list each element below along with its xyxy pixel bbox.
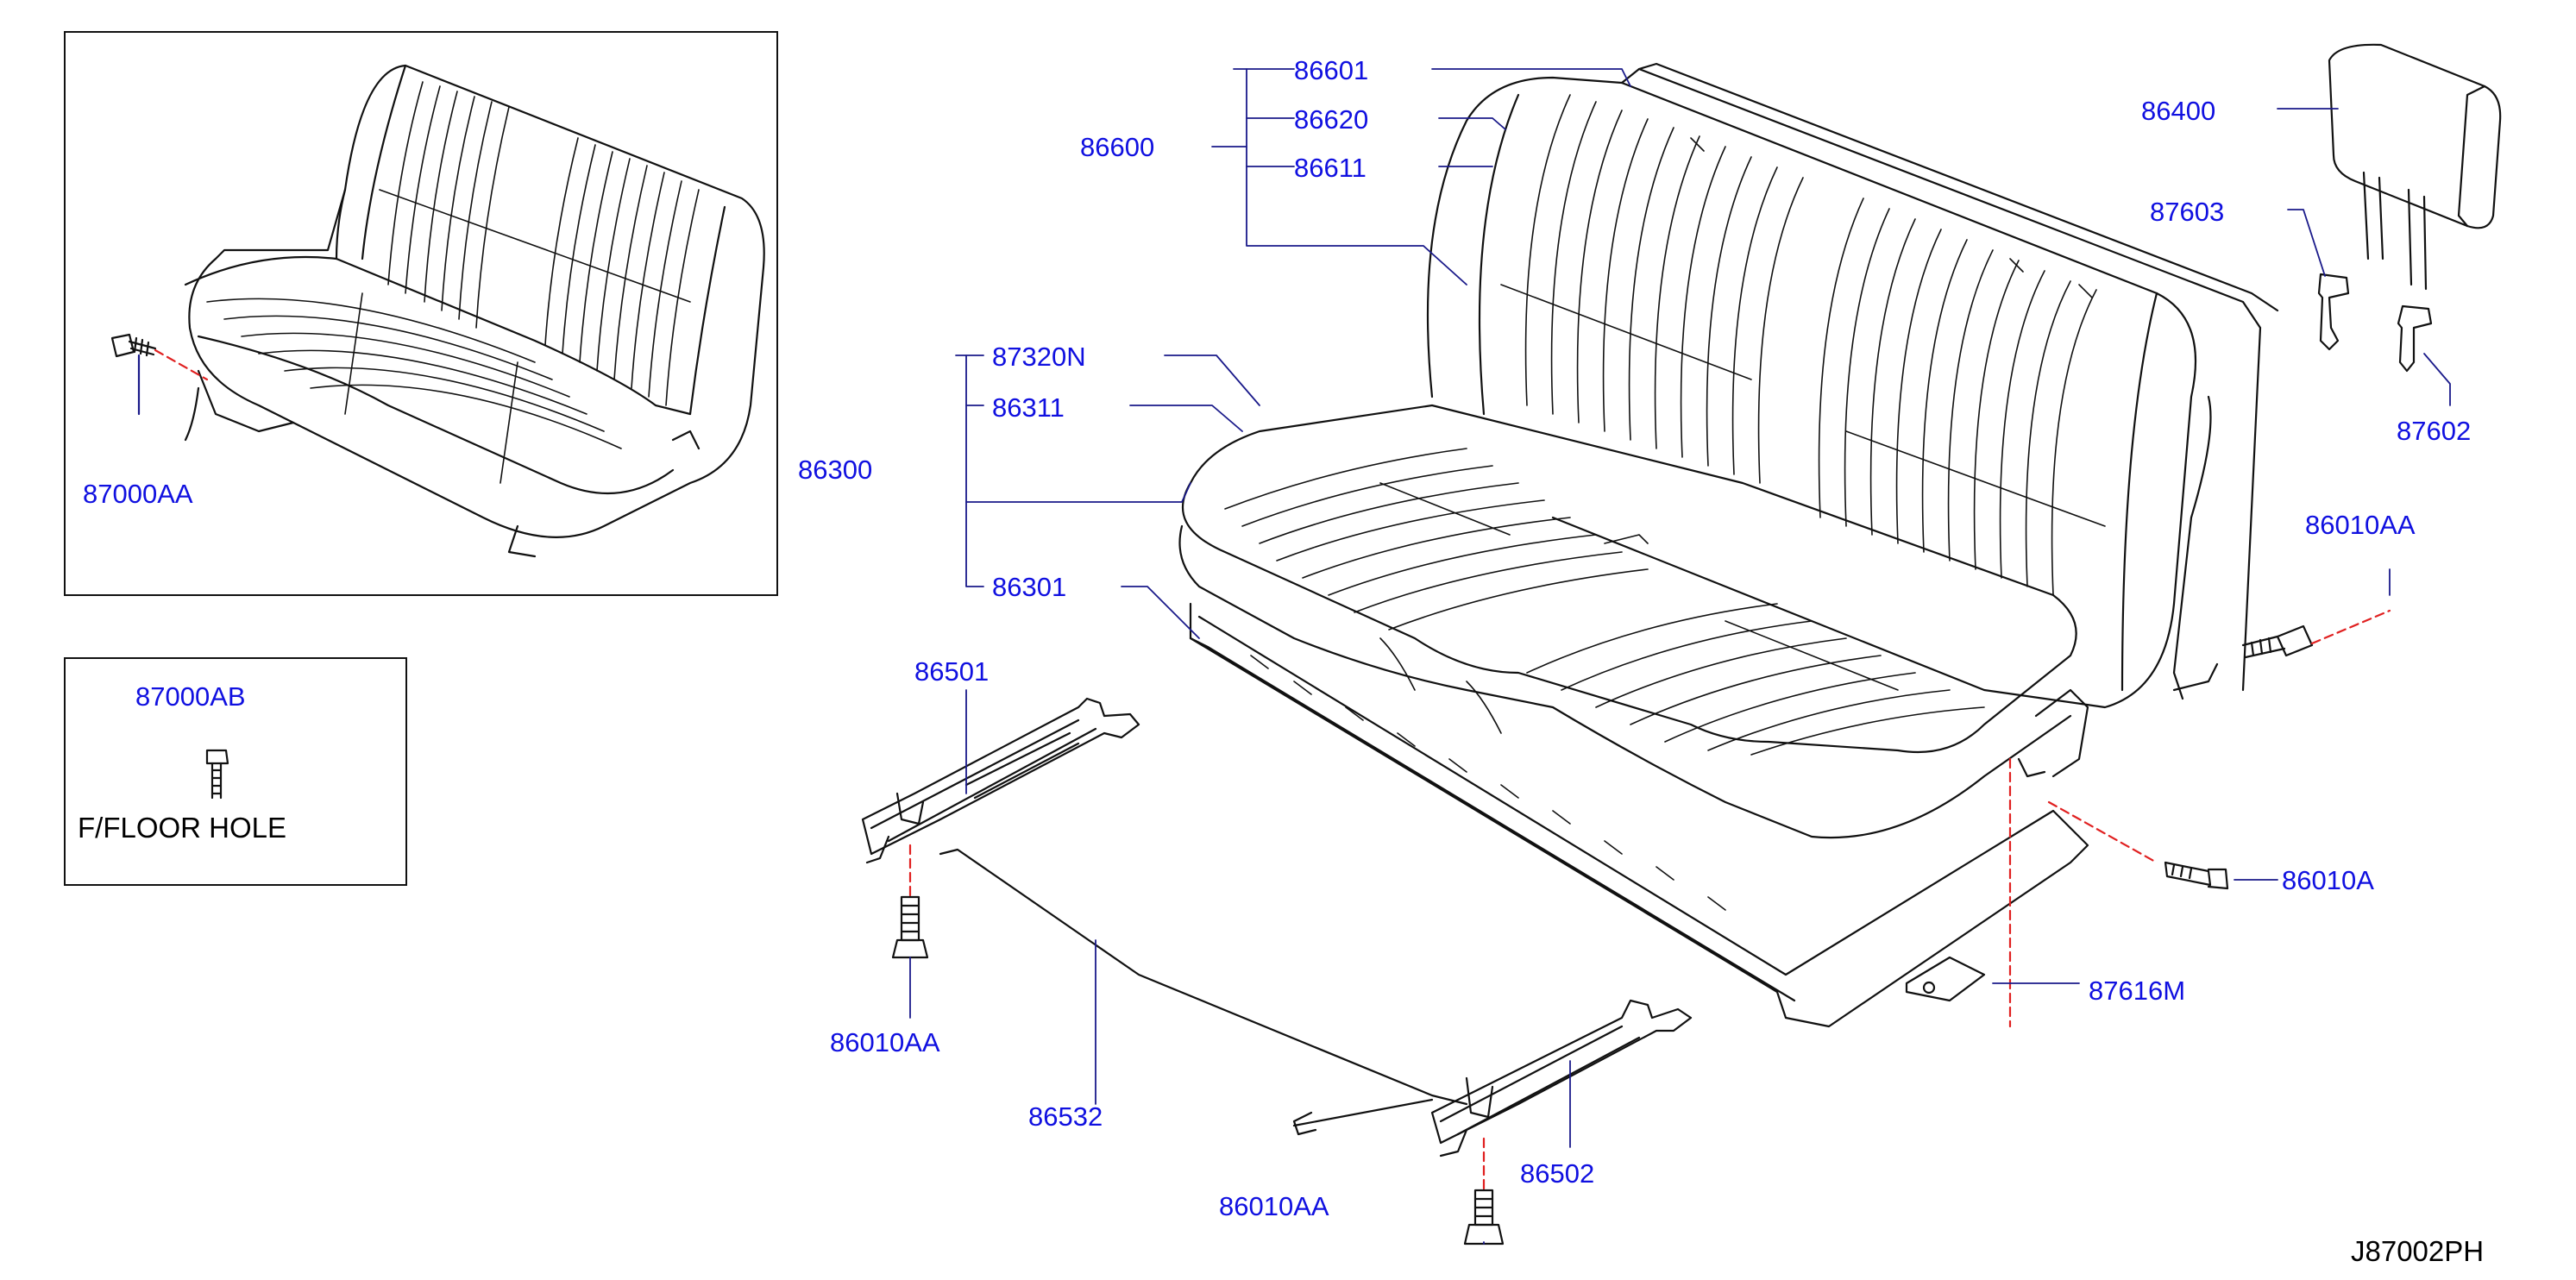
label-87000AA: 87000AA [83,479,193,509]
seat-rail-86501 [861,697,1140,899]
inset-floor-hole-frame [64,657,407,886]
leader-lines [909,68,2451,1245]
headrest-86400 [2328,43,2502,291]
main-seat-base-frame [1189,602,2089,1028]
label-87603: 87603 [2150,197,2225,227]
main-seat-back [1426,62,2279,709]
bolt-86010AA-left [891,895,929,959]
label-86301: 86301 [992,572,1067,602]
release-rod-86532 [939,848,1468,1136]
label-86400: 86400 [2141,96,2216,126]
inset-bench-seat-illustration [184,64,765,558]
seat-rail-86502 [1430,999,1693,1192]
bolt-86010AA-bottom [1463,1189,1505,1245]
label-86501: 86501 [914,656,990,687]
headrest-guide-87602 [2397,304,2433,373]
label-87616M: 87616M [2089,976,2186,1006]
label-86010AA-right: 86010AA [2305,510,2416,540]
label-86010AA-left: 86010AA [830,1027,940,1057]
label-86311: 86311 [992,392,1065,423]
inset-seat-overview-frame [64,31,778,596]
label-86010A: 86010A [2282,865,2374,895]
label-86502: 86502 [1520,1158,1595,1189]
label-86010AA-bottom: 86010AA [1219,1191,1329,1221]
main-seat-cushion [1178,404,2077,839]
bolt-86010AA-right [2241,609,2391,659]
floor-hole-note: F/FLOOR HOLE [78,812,287,844]
inset-bolt-87000AB [205,749,229,800]
label-87000AB: 87000AB [135,681,246,712]
bracket-87616M [1905,757,2012,1028]
figure-code: J87002PH [2351,1235,2485,1267]
label-87602: 87602 [2397,416,2472,446]
label-87320N: 87320N [992,342,1086,372]
headrest-guide-87603 [2317,273,2350,351]
label-86532: 86532 [1028,1101,1103,1132]
inset-bolt-87000AA [110,333,209,416]
bolt-86010A [2047,800,2229,890]
label-86300: 86300 [798,455,873,485]
label-86601: 86601 [1294,55,1369,85]
label-86620: 86620 [1294,104,1369,135]
label-86600: 86600 [1080,132,1155,162]
label-86611: 86611 [1294,153,1367,183]
